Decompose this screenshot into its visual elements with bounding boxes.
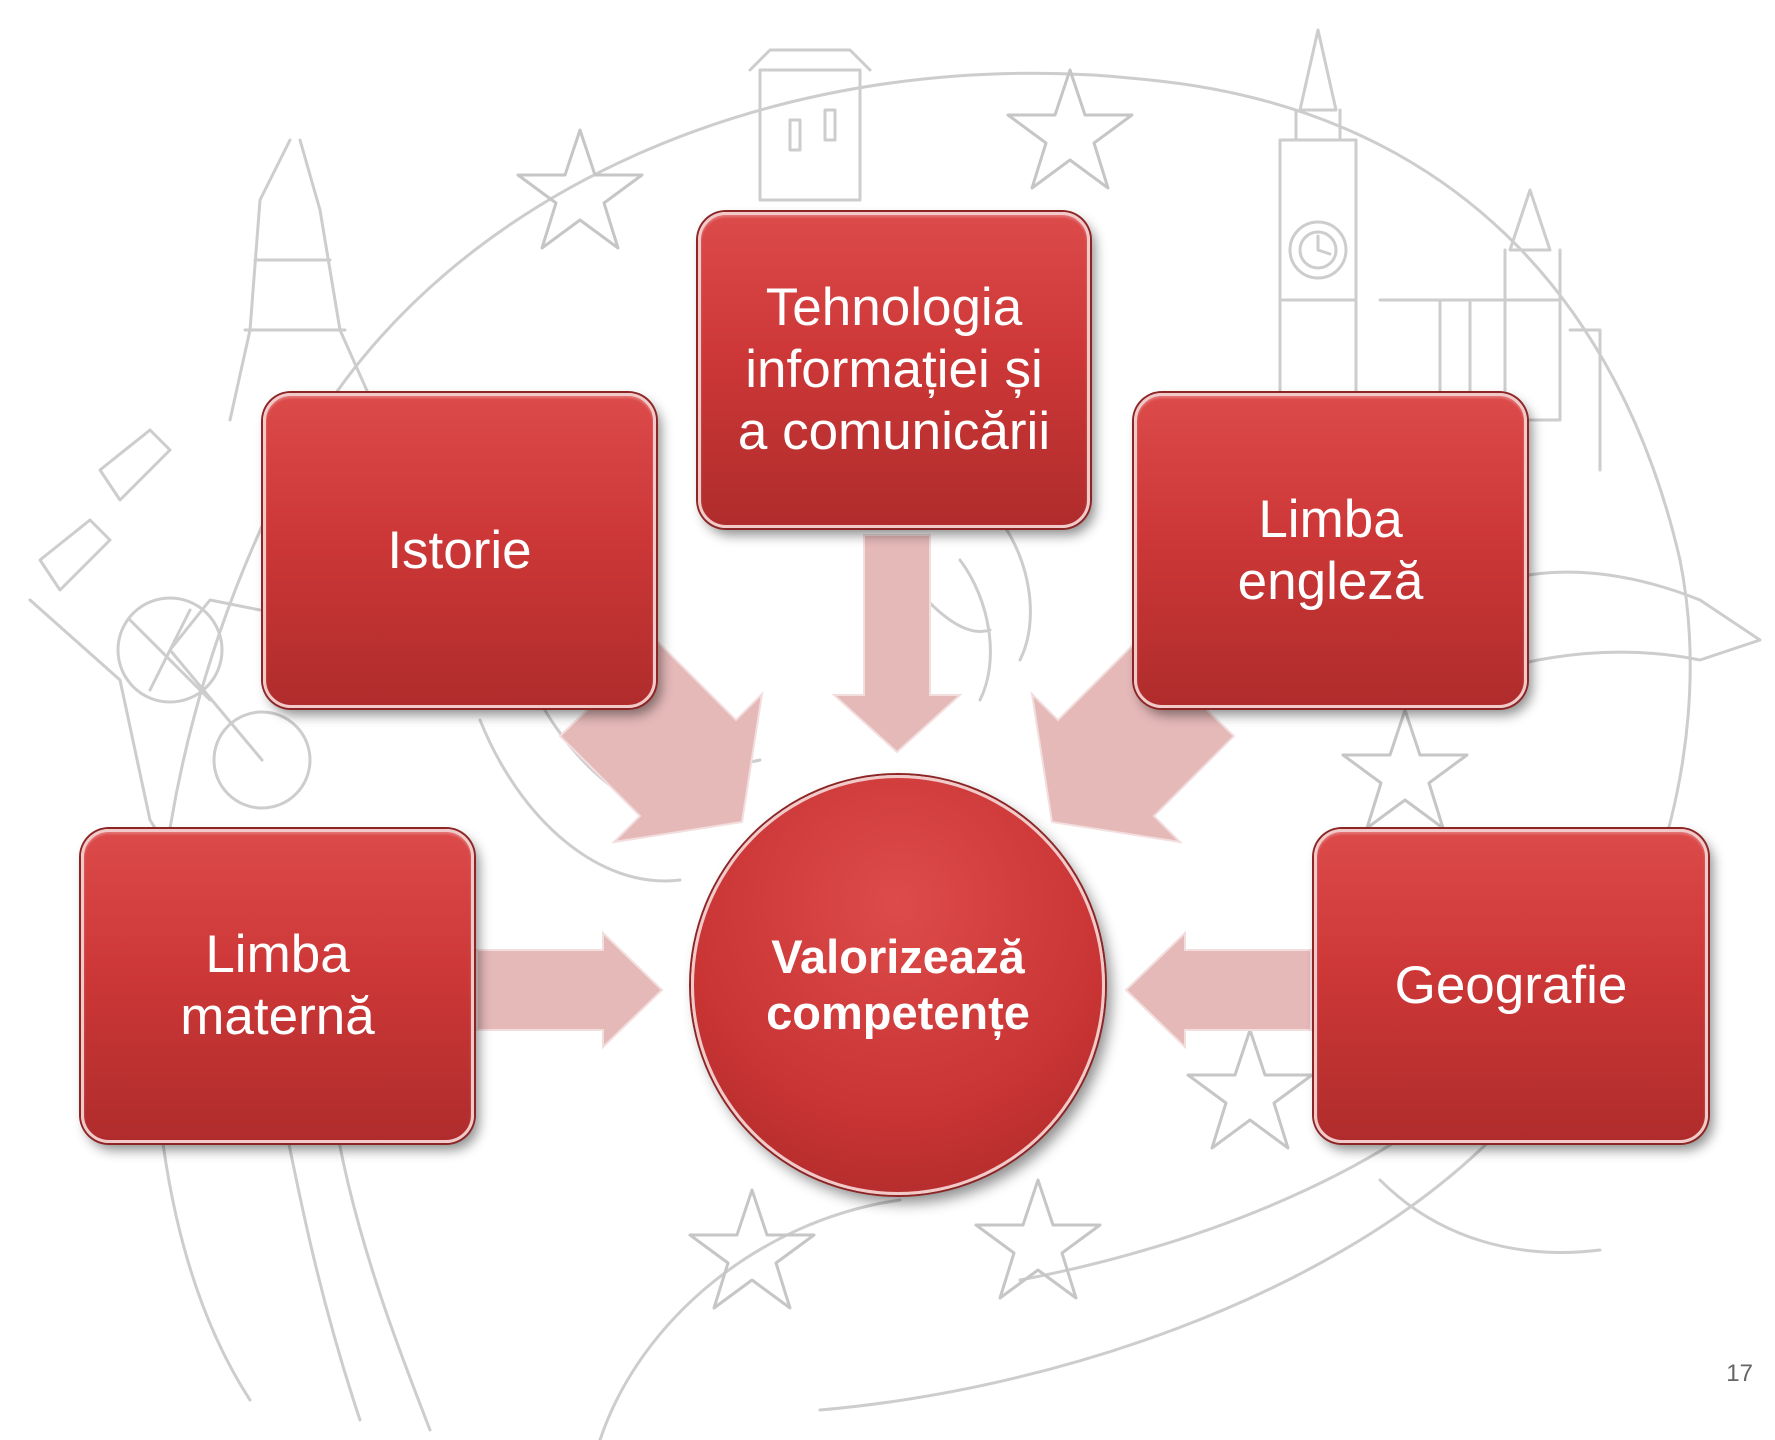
clock-tower-icon [1278,28,1358,402]
box-limba-materna-label: Limba maternă [180,924,374,1048]
round-tower-icon [748,48,872,202]
box-engleza-line2: engleză [1237,551,1424,611]
center-circle-valorizeaza-competente: Valorizează competențe [691,775,1105,1195]
star-icon [516,128,644,250]
arrow-left-icon [1124,930,1312,1050]
box-tic-line1: Tehnologia [765,278,1023,337]
box-limba-materna: Limba maternă [81,829,474,1143]
box-tehnologia-informatiei: Tehnologia informației și a comunicării [698,212,1090,528]
center-line1: Valorizează [771,929,1025,983]
box-engleza-line1: Limba [1258,489,1403,549]
star-icon [974,1178,1102,1300]
box-tic-line3: a comunicării [737,402,1051,461]
box-tehnologia-informatiei-label: Tehnologia informației și a comunicării [738,277,1050,463]
box-limba-engleza: Limba engleză [1134,393,1527,708]
box-geografie-label: Geografie [1395,955,1628,1017]
center-line2: competențe [766,986,1030,1039]
page-number: 17 [1726,1360,1753,1387]
box-limba-engleza-label: Limba engleză [1238,489,1424,613]
center-circle-label: Valorizează competențe [766,929,1030,1042]
arrow-down-icon [831,534,963,754]
eiffel-tower-icon [228,138,382,422]
star-icon [1186,1028,1314,1150]
box-geografie: Geografie [1314,829,1708,1143]
box-tic-line2: informației și [745,340,1043,399]
box-istorie-label: Istorie [387,520,531,582]
box-istorie: Istorie [263,393,656,708]
arrow-right-icon [476,930,664,1050]
star-icon [1341,708,1469,830]
star-icon [1006,68,1134,190]
box-istorie-line1: Istorie [387,520,532,580]
box-materna-line1: Limba [205,925,350,984]
star-icon [688,1188,816,1310]
box-geografie-line1: Geografie [1394,956,1628,1015]
box-materna-line2: maternă [180,987,375,1046]
